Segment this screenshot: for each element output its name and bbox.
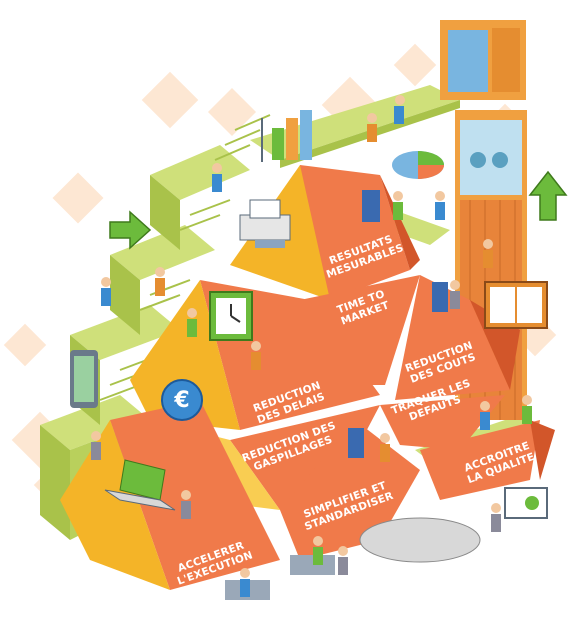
bar-chart-icon	[261, 110, 312, 162]
svg-text:€: €	[173, 388, 189, 413]
euro-icon: €	[161, 379, 203, 421]
whiteboard-icon	[504, 487, 548, 519]
door-icon	[348, 190, 448, 458]
meeting-table	[359, 517, 481, 563]
printer-icon	[239, 199, 291, 248]
pie-chart-icon	[392, 151, 444, 179]
arrow-up-icon	[528, 170, 568, 221]
clock-icon	[209, 291, 253, 341]
people	[91, 95, 532, 597]
tablet-icon	[70, 350, 98, 408]
book-icon	[484, 281, 548, 329]
laptop-icon	[104, 459, 176, 511]
arrow-right-icon	[109, 210, 152, 250]
